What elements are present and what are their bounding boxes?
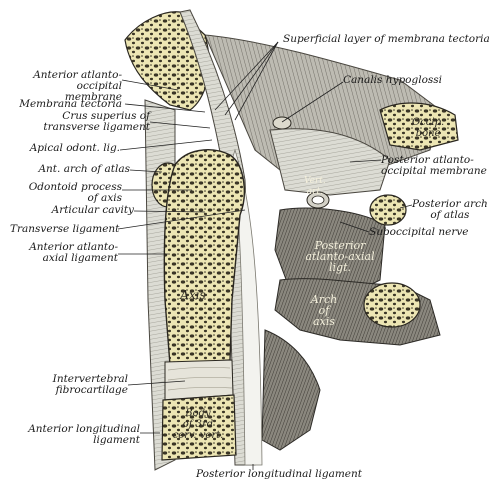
label-posterior-arch-atlas: Posterior arch of atlas xyxy=(412,198,488,221)
label-anterior-atlanto-occipital: Anterior atlanto- occipital membrane xyxy=(33,69,122,103)
label-odontoid-process: Odontoid process of axis xyxy=(28,181,122,204)
engraved-occip-bone: Occip. bone xyxy=(412,117,445,139)
tectorial-band xyxy=(179,9,256,466)
label-posterior-longitudinal: Posterior longitudinal ligament xyxy=(196,468,362,480)
label-crus-superius: Crus superius of transverse ligament xyxy=(43,110,150,133)
axis-shape xyxy=(163,149,245,366)
label-ant-arch-atlas: Ant. arch of atlas xyxy=(38,163,130,175)
axis-spinous-process xyxy=(363,282,421,328)
label-membrana-tectoria: Membrana tectoria xyxy=(19,98,122,110)
label-anterior-atlanto-axial: Anterior atlanto- axial ligament xyxy=(29,241,118,264)
label-canalis-hypoglossi: Canalis hypoglossi xyxy=(343,74,443,86)
label-superficial-layer: Superficial layer of membrana tectoria xyxy=(283,33,490,45)
third-vertebra-shape xyxy=(161,394,237,461)
label-anterior-longitudinal: Anterior longitudinal ligament xyxy=(28,423,140,446)
label-articular-cavity: Articular cavity xyxy=(51,204,134,216)
engraved-axis: Axis xyxy=(180,288,206,302)
engraved-posterior-atlanto-axial-ligt: Posterior atlanto-axial ligt. xyxy=(305,239,375,274)
label-apical-odont-lig: Apical odont. lig. xyxy=(29,142,120,154)
hypoglossal-canal xyxy=(272,116,292,130)
posterior-arch-of-atlas-shape xyxy=(369,194,407,226)
engraved-body-3rd-vert: Body of 3rd cerv. vert. xyxy=(172,408,224,441)
intervertebral-disc-shape xyxy=(164,359,234,401)
label-suboccipital-nerve: Suboccipital nerve xyxy=(369,226,469,238)
leader-lines xyxy=(117,41,413,470)
engraved-arch-of-axis: Arch of axis xyxy=(310,293,338,328)
posterior-atlanto-occipital-membrane-shape xyxy=(269,128,391,196)
label-posterior-atlanto-occipital: Posterior atlanto- occipital membrane xyxy=(381,154,487,177)
label-intervertebral-fibrocartilage: Intervertebral fibrocartilage xyxy=(52,373,128,396)
occipital-bone-right xyxy=(379,102,459,151)
lower-posterior-mass xyxy=(261,329,321,451)
engraved-vert-art: Vert. art. xyxy=(304,176,326,197)
label-transverse-ligament: Transverse ligament xyxy=(10,223,120,235)
